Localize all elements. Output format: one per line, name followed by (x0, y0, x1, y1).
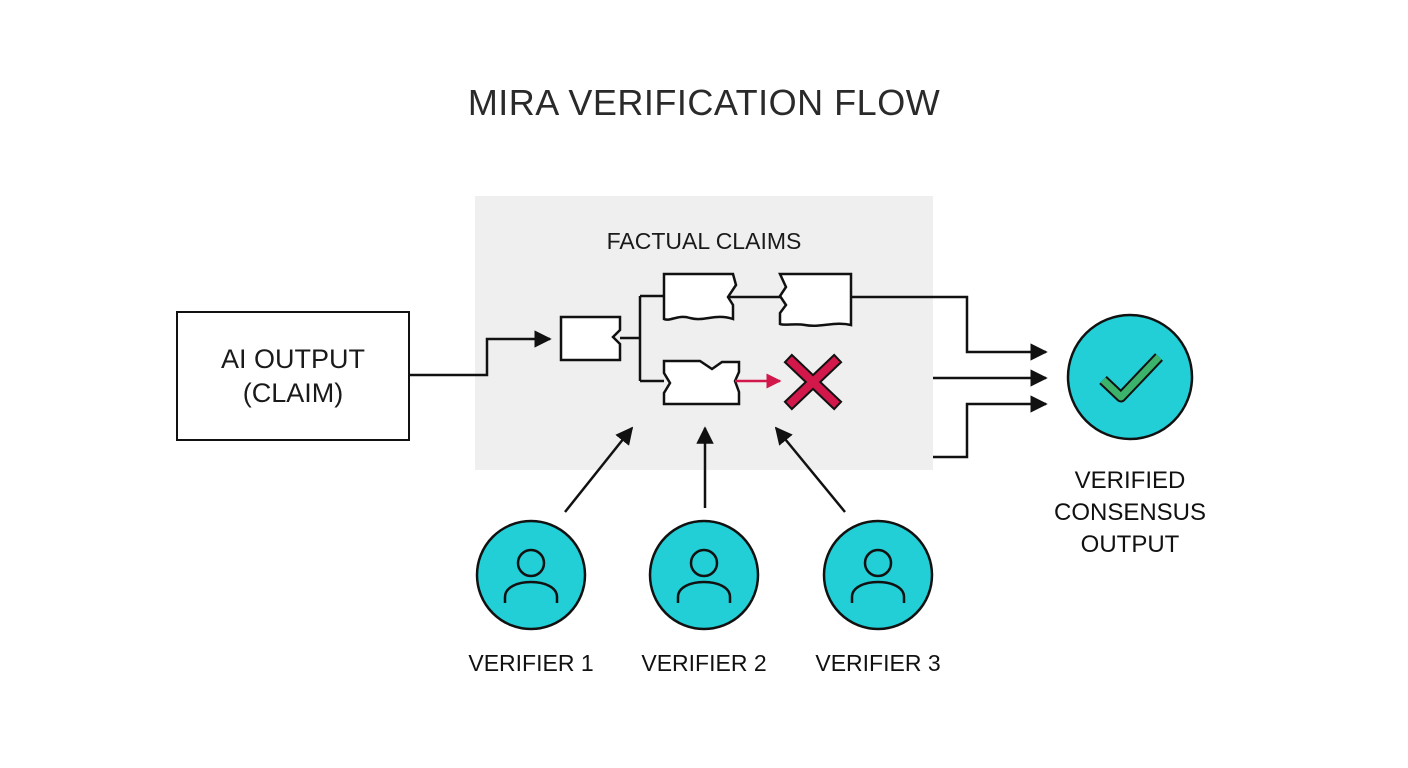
output-line3: OUTPUT (1080, 531, 1180, 558)
output-line1: VERIFIED (1074, 467, 1186, 494)
verifier-2-node (648, 519, 760, 631)
verifier-3-node (822, 519, 934, 631)
verifier-1-arrow (564, 426, 634, 513)
factual-claims-label: FACTUAL CLAIMS (606, 228, 802, 254)
claim-fragment-rejected (662, 359, 741, 406)
ai-output-line1: AI OUTPUT (220, 344, 365, 374)
verifier-3-label: VERIFIER 3 (815, 650, 941, 676)
verifier-1-label: VERIFIER 1 (468, 650, 594, 676)
input-connector (408, 330, 552, 377)
verified-output-node (1066, 313, 1194, 441)
verifier-2-label: VERIFIER 2 (641, 650, 767, 676)
diagram-title: MIRA VERIFICATION FLOW (467, 82, 941, 123)
branch-connector (620, 294, 664, 383)
output-line2: CONSENSUS (1053, 499, 1207, 526)
user-icon (503, 548, 559, 603)
output-connector-bottom (933, 395, 1048, 459)
user-icon (676, 548, 732, 603)
ai-output-line2: (CLAIM) (242, 378, 344, 408)
claim-fragment-top-1 (662, 272, 738, 321)
user-icon (850, 548, 906, 603)
claim-fragment-top-2 (778, 272, 853, 327)
output-connector-top (851, 295, 1048, 361)
verifier-1-node (475, 519, 587, 631)
verified-output-label: VERIFIED CONSENSUS OUTPUT (1040, 465, 1220, 561)
verifier-3-arrow (774, 426, 846, 513)
claim-fragment-root (559, 315, 622, 362)
reject-x-icon (783, 353, 843, 411)
